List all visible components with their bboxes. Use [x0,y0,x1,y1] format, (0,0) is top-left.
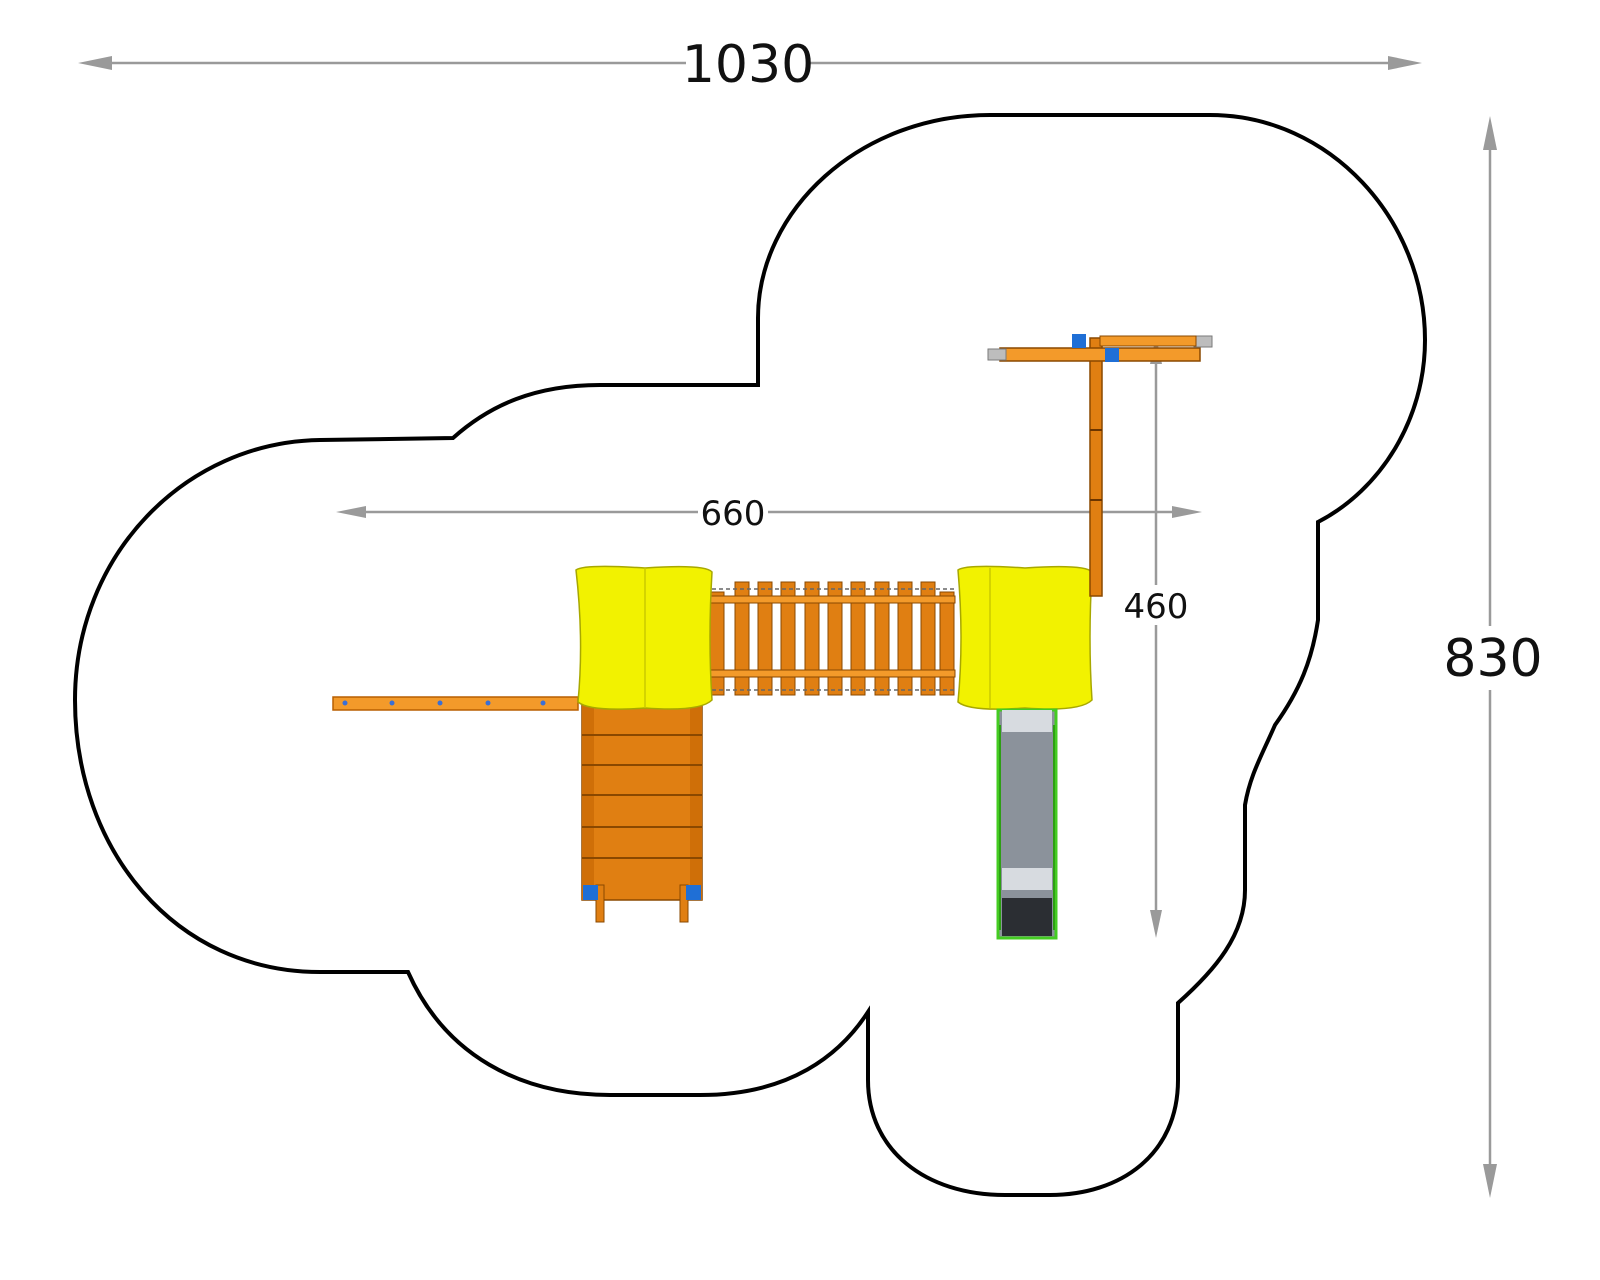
swing-clamp-left [1072,334,1086,348]
climbing-ramp [581,699,703,923]
dimension-structure-depth-label: 460 [1124,587,1189,627]
dimension-total-depth-label: 830 [1443,629,1542,689]
dimension-structure-width: 660 [336,492,1202,534]
swing-beam [987,334,1213,597]
right-tower-roof [957,565,1093,710]
dimension-total-width-label: 1030 [682,35,814,95]
swing-clamp-right [1105,348,1119,362]
wooden-slat-bridge [704,581,956,696]
ramp-clamp-right [686,885,701,900]
left-tower-roof [575,565,713,710]
dimension-total-depth: 830 [1443,116,1543,1198]
dimension-structure-width-label: 660 [701,494,766,534]
monkey-bar [332,696,579,711]
ramp-clamp-left [583,885,598,900]
steel-slide [996,708,1058,940]
dimension-total-width: 1030 [78,35,1422,95]
